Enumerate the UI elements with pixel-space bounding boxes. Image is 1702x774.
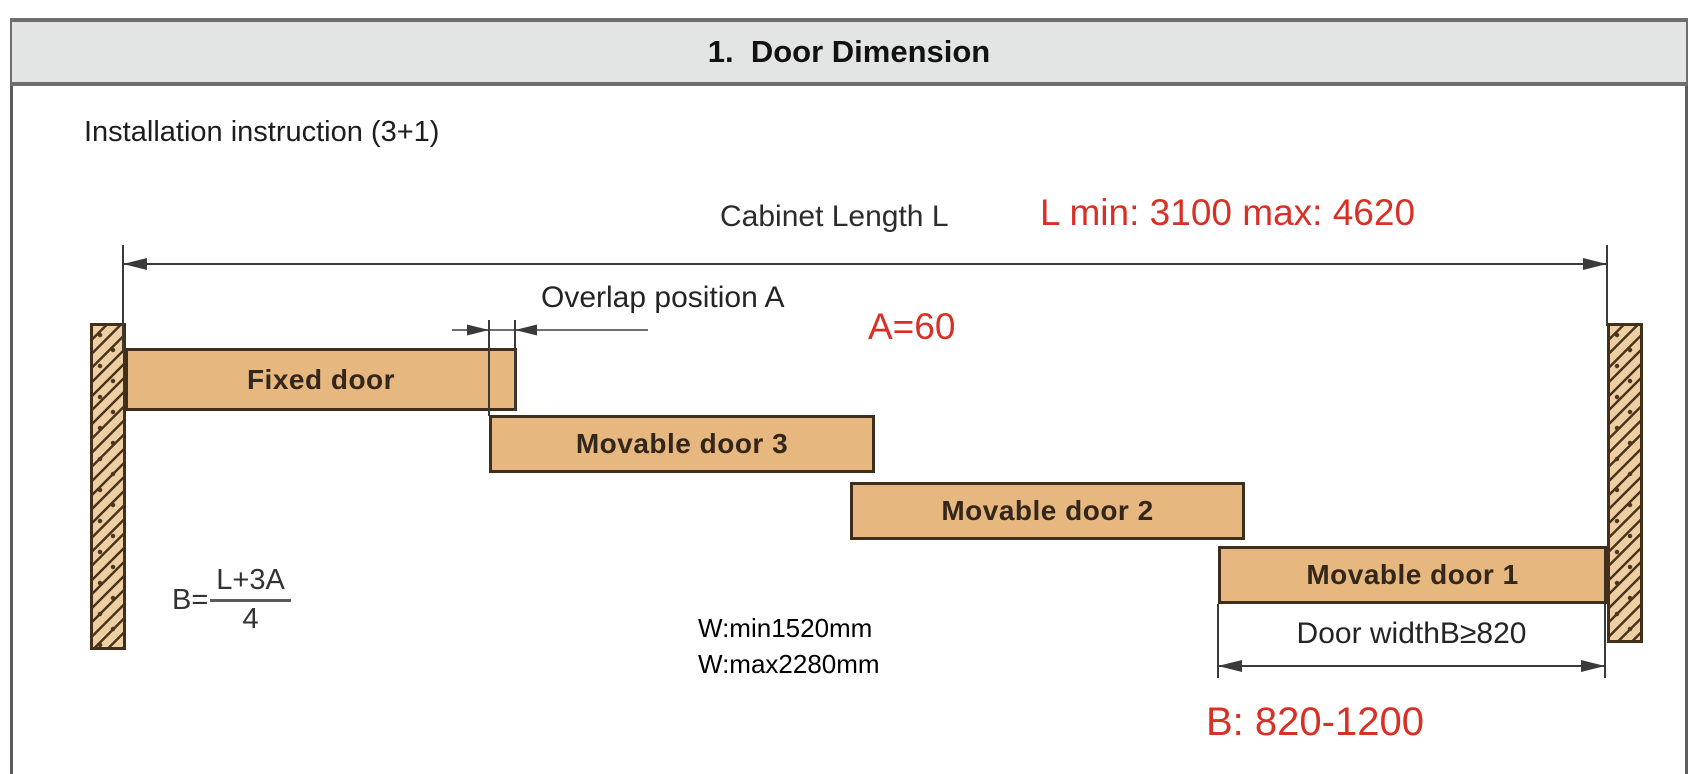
track-width-max: W:max2280mm bbox=[698, 649, 880, 679]
wall-right bbox=[1607, 323, 1643, 643]
door-width-label: Door widthB≥820 bbox=[1296, 617, 1527, 650]
overlap-arrow-right bbox=[515, 324, 537, 336]
figure-border-right bbox=[1685, 18, 1688, 774]
section-title: 1. Door Dimension bbox=[707, 34, 991, 69]
fixed-door: Fixed door bbox=[125, 348, 517, 411]
cabinet-length-label: Cabinet Length L bbox=[720, 200, 949, 233]
cabinet-length-range-value: L min: 3100 max: 4620 bbox=[1040, 192, 1416, 233]
overlap-value: A=60 bbox=[868, 306, 956, 347]
formula-lhs: B= bbox=[172, 583, 209, 616]
door-width-arrow-right bbox=[1581, 660, 1605, 672]
cabinet-dim-arrow-left bbox=[123, 258, 147, 270]
cabinet-dim-arrow-right bbox=[1583, 258, 1607, 270]
section-header: 1. Door Dimension bbox=[10, 18, 1688, 86]
formula-numerator: L+3A bbox=[210, 564, 291, 602]
movable-door-3-label: Movable door 3 bbox=[575, 428, 789, 459]
overlap-arrow-left bbox=[467, 324, 489, 336]
door-width-arrow-left bbox=[1218, 660, 1242, 672]
wall-left bbox=[90, 323, 126, 650]
fixed-door-label: Fixed door bbox=[246, 363, 396, 395]
figure-border-left bbox=[10, 18, 13, 774]
movable-door-3: Movable door 3 bbox=[489, 415, 875, 473]
movable-door-1: Movable door 1 bbox=[1218, 546, 1607, 604]
door-width-formula: B= L+3A 4 bbox=[172, 564, 291, 636]
track-width-notes: W:min1520mm W:max2280mm bbox=[698, 610, 880, 682]
cabinet-length-dimension bbox=[122, 245, 1608, 352]
movable-door-1-label: Movable door 1 bbox=[1306, 559, 1519, 590]
movable-door-2: Movable door 2 bbox=[850, 482, 1245, 540]
overlap-position-label: Overlap position A bbox=[541, 281, 785, 314]
formula-fraction: L+3A 4 bbox=[210, 564, 291, 636]
formula-denominator: 4 bbox=[242, 603, 259, 635]
movable-door-2-label: Movable door 2 bbox=[941, 495, 1154, 526]
track-width-min: W:min1520mm bbox=[698, 613, 873, 643]
door-width-range-value: B: 820-1200 bbox=[1206, 700, 1424, 744]
installation-instruction-label: Installation instruction (3+1) bbox=[84, 116, 440, 148]
